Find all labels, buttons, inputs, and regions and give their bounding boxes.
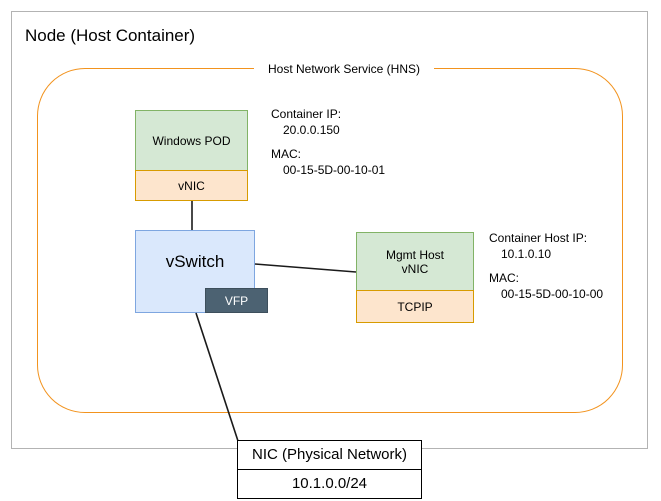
pod-ip-header: Container IP:	[271, 107, 342, 121]
vfp-label: VFP	[224, 293, 249, 308]
windows-pod-label: Windows POD	[152, 133, 231, 148]
vfp-box[interactable]: VFP	[205, 288, 268, 313]
mgmt-host-vnic-box[interactable]: Mgmt Host vNIC	[356, 232, 474, 291]
note-spacer	[489, 262, 603, 270]
mgmt-host-vnic-label-line2: vNIC	[401, 261, 429, 276]
vswitch-label: vSwitch	[165, 252, 225, 271]
pod-ip-value: 20.0.0.150	[283, 123, 340, 137]
hns-label: Host Network Service (HNS)	[267, 62, 421, 76]
physical-nic-title-cell[interactable]: NIC (Physical Network)	[237, 440, 422, 470]
mgmt-network-note: Container Host IP: 10.1.0.10 MAC: 00-15-…	[489, 230, 603, 302]
pod-mac-header: MAC:	[271, 147, 301, 161]
physical-nic-title-label: NIC (Physical Network)	[251, 446, 408, 463]
pod-vnic-box[interactable]: vNIC	[135, 170, 248, 201]
pod-mac-value: 00-15-5D-00-10-01	[283, 163, 386, 177]
host-ip-value: 10.1.0.10	[501, 247, 552, 261]
windows-pod-box[interactable]: Windows POD	[135, 110, 248, 171]
host-mac-header: MAC:	[489, 271, 519, 285]
node-title: Node (Host Container)	[25, 26, 196, 45]
hns-label-gap-mask	[254, 61, 434, 77]
mgmt-host-vnic-label-line1: Mgmt Host	[385, 247, 444, 262]
note-spacer	[271, 138, 385, 146]
tcpip-label: TCPIP	[397, 299, 433, 314]
pod-network-note: Container IP: 20.0.0.150 MAC: 00-15-5D-0…	[271, 106, 385, 178]
host-ip-header: Container Host IP:	[489, 231, 588, 245]
pod-vnic-label: vNIC	[178, 178, 205, 193]
tcpip-box[interactable]: TCPIP	[356, 290, 474, 323]
physical-nic-subnet-cell[interactable]: 10.1.0.0/24	[237, 469, 422, 499]
physical-nic-subnet-label: 10.1.0.0/24	[291, 475, 368, 492]
mgmt-host-vnic-label: Mgmt Host vNIC	[386, 248, 444, 276]
host-mac-value: 00-15-5D-00-10-00	[501, 287, 604, 301]
